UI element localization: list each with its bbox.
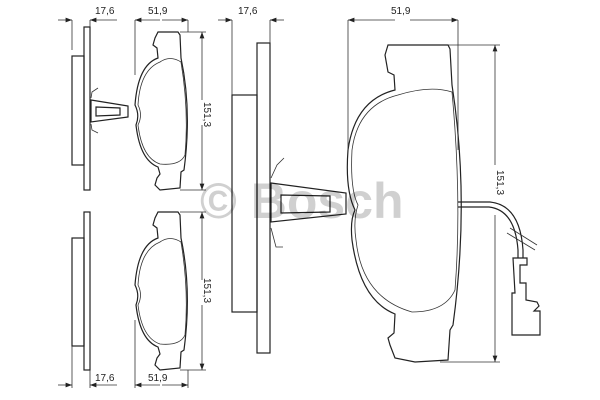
bottom-left-side-view: 17,6 [58,211,117,388]
dimension-label: 17,6 [238,6,258,17]
dimension-label: 17,6 [95,373,115,384]
sensor-connector [511,257,541,336]
dimension-label: 151,3 [494,170,505,195]
dimension-label: 17,6 [95,6,115,17]
dimension-label: 151,3 [201,102,212,127]
top-left-front-view: 51,9 151,3 [134,6,212,191]
bosch-watermark: © Bosch [200,173,404,229]
dimension-label: 51,9 [148,373,168,384]
bottom-left-front-view: 51,9 151,3 [134,211,212,388]
wear-sensor-wire [458,201,524,258]
dimension-label: 51,9 [391,6,411,17]
top-left-side-view: 17,6 [58,6,129,191]
dimension-label: 51,9 [148,6,168,17]
large-front-view: 51,9 151,3 [346,6,541,363]
large-side-view: 17,6 [218,6,347,354]
dimension-label: 151,3 [201,278,212,303]
